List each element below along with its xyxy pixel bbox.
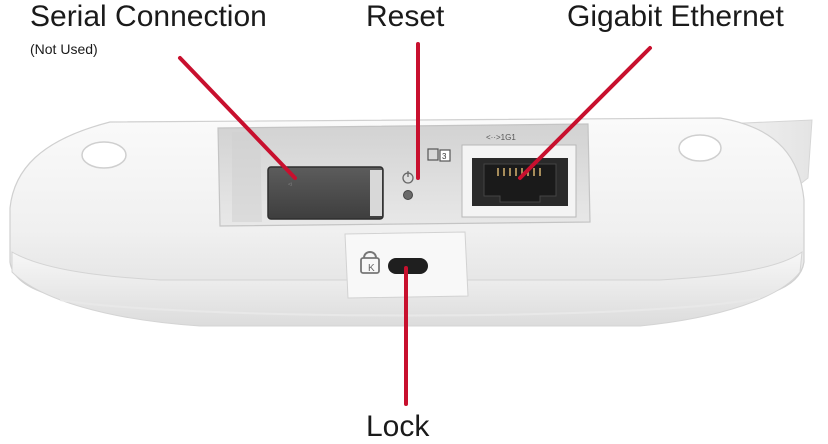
port-marking: <··>1G1 — [486, 133, 516, 142]
mounting-hole-left — [81, 141, 127, 169]
lock-icon: K — [360, 251, 380, 274]
ethernet-leader-line — [518, 46, 652, 180]
lock-label: Lock — [366, 410, 430, 443]
reset-icon — [402, 171, 414, 184]
svg-text:◃: ◃ — [288, 181, 292, 188]
serial-connection-note: (Not Used) — [30, 41, 98, 57]
svg-text:K: K — [368, 263, 375, 274]
serial-leader-line — [178, 56, 297, 180]
ethernet-port: <··>1G1 — [461, 133, 577, 218]
serial-port — [267, 166, 384, 220]
status-indicator-icon: 3 — [427, 148, 451, 162]
lock-slot[interactable] — [388, 258, 428, 274]
svg-text:3: 3 — [442, 152, 447, 161]
gigabit-ethernet-label: Gigabit Ethernet — [567, 0, 784, 33]
mounting-hole-right — [678, 134, 722, 162]
serial-connection-label: Serial Connection — [30, 0, 267, 33]
reset-button[interactable] — [403, 190, 413, 200]
reset-label: Reset — [366, 0, 445, 33]
